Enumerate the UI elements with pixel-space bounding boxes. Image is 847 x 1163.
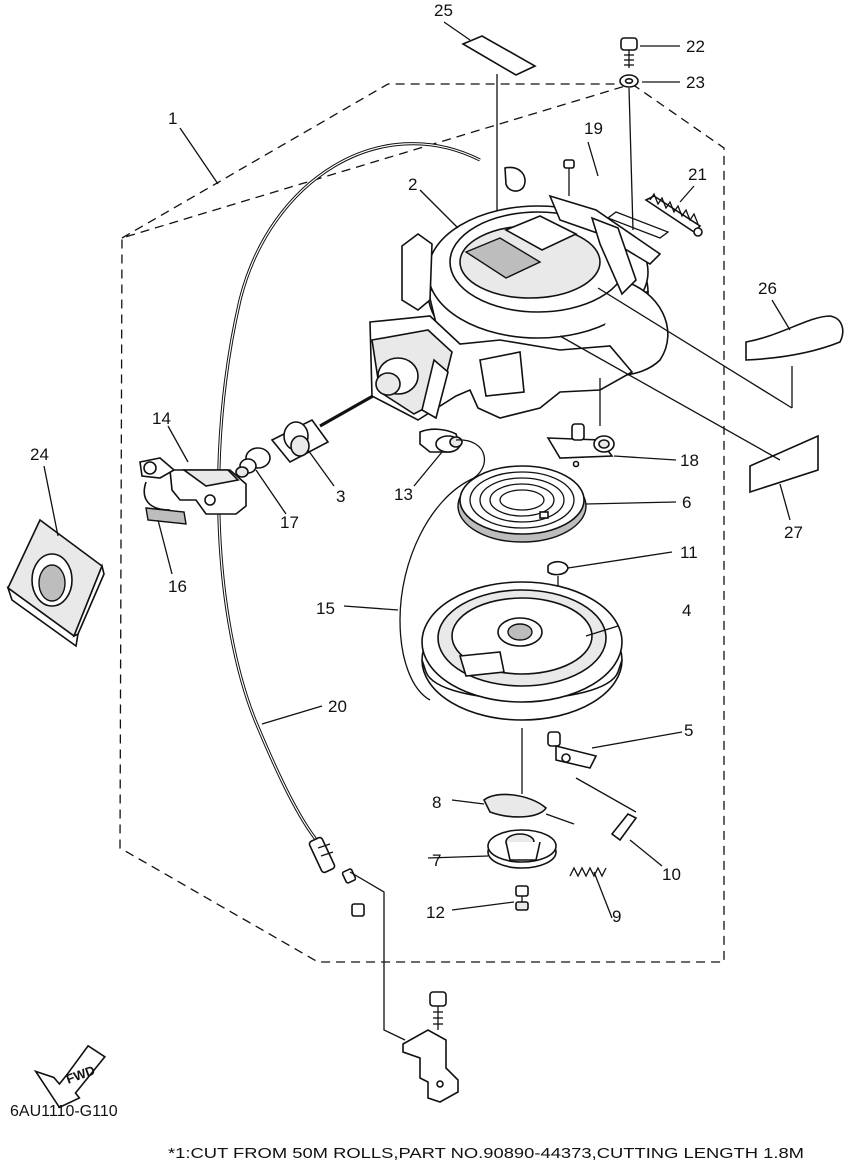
callout-6: 6 [682,493,691,512]
part-24-grommet [6,518,105,648]
part-22-bolt [620,37,638,68]
part-11-clip [547,560,569,576]
part-6-spring [457,465,587,543]
part-26-label [745,315,844,361]
part-5-pawl [547,731,598,769]
callout-25: 25 [434,1,453,20]
callout-13: 13 [394,485,413,504]
callout-2: 2 [408,175,417,194]
callout-8: 8 [432,793,441,812]
callout-18: 18 [680,451,699,470]
part-3-pivot [270,418,330,464]
callout-4: 4 [682,601,691,620]
part-10-spring [575,777,638,842]
callout-5: 5 [684,721,693,740]
part-20-cable-end [308,836,365,917]
footnote: *1:CUT FROM 50M ROLLS,PART NO.90890-4437… [168,1145,804,1162]
part-15-rope [399,439,486,701]
callout-21: 21 [688,165,707,184]
callout-10: 10 [662,865,681,884]
part-16-clip [145,507,187,525]
callout-19: 19 [584,119,603,138]
callout-11: 11 [680,543,698,562]
callout-20: 20 [328,697,347,716]
callout-15: 15 [316,599,335,618]
part-8-friction-plate [483,793,548,818]
part-9-spring [569,866,607,878]
part-12-bolt [515,885,529,911]
part-13-rope-guide [435,435,463,453]
assembly-boundary [119,83,725,963]
fwd-arrow-icon: FWD [33,1044,107,1109]
part-18-lever [546,423,615,459]
callout-7: 7 [432,851,441,870]
part-19-pin [563,159,575,196]
callout-17: 17 [280,513,299,532]
part-14-lever [139,457,247,515]
callout-14: 14 [152,409,171,428]
part-21-leader-frame [606,211,670,239]
diagram-code: 6AU1110-G110 [10,1103,118,1120]
callout-9: 9 [612,907,621,926]
callout-3: 3 [336,487,345,506]
callout-22: 22 [686,37,705,56]
part-25-label [461,35,537,76]
callout-26: 26 [758,279,777,298]
part-20-cable-hook [504,166,526,192]
callout-27: 27 [784,523,803,542]
part-17-joint [235,447,271,478]
part-4-pulley [421,581,623,721]
callout-16: 16 [168,577,187,596]
callout-24: 24 [30,445,49,464]
callout-leaders [43,21,791,919]
callout-12: 12 [426,903,445,922]
part-27-label [749,434,819,494]
callout-1: 1 [168,109,177,128]
part-7-plate [487,829,557,869]
part-21-spring [644,192,703,237]
part-2-starter-housing [369,194,669,453]
bottom-bracket [402,991,459,1103]
callout-23: 23 [686,73,705,92]
